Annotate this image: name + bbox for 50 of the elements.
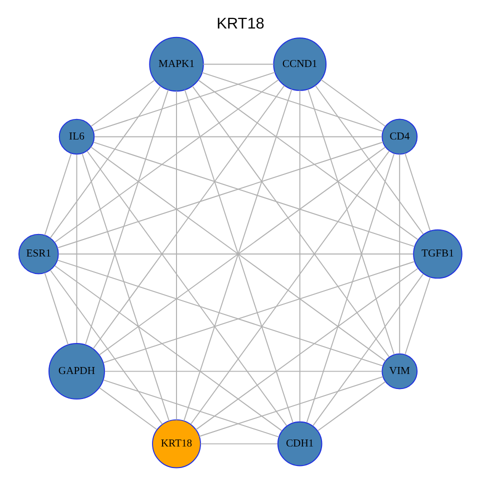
node-circle: CDH1: [276, 421, 322, 466]
connector: [49, 86, 161, 238]
connector: [94, 136, 382, 138]
connector: [92, 85, 284, 350]
connector: [54, 79, 279, 243]
node-circle: MAPK1: [148, 36, 204, 92]
connector: [191, 86, 390, 358]
node-circle: KRT18: [152, 419, 200, 468]
connector: [56, 260, 383, 366]
connector: [56, 142, 383, 248]
connector: [190, 150, 390, 425]
connector: [320, 79, 386, 127]
connector: [202, 64, 274, 65]
connector: [312, 273, 424, 426]
node-circle: CCND1: [272, 38, 326, 91]
connector: [200, 443, 278, 444]
connector: [86, 150, 287, 426]
node-circle: IL6: [58, 118, 94, 155]
connector: [44, 272, 68, 346]
connector: [92, 72, 275, 132]
connector: [49, 270, 162, 425]
connector: [76, 154, 77, 344]
connector: [102, 261, 414, 364]
connector: [404, 152, 430, 232]
connector: [307, 88, 394, 355]
connector: [84, 89, 168, 346]
node-circle: TGFB1: [412, 229, 462, 279]
connector: [398, 154, 400, 354]
node-circle: ESR1: [18, 234, 58, 274]
connector: [197, 80, 418, 240]
connector: [98, 387, 157, 430]
connector: [90, 80, 154, 127]
connector: [92, 142, 414, 247]
connector: [81, 152, 170, 422]
connector: [54, 265, 282, 432]
connector: [201, 72, 383, 132]
connector: [102, 380, 279, 438]
node-circle: GAPDH: [48, 343, 104, 400]
connector: [314, 85, 424, 235]
connector: [198, 376, 383, 437]
connector: [194, 268, 418, 430]
node-circle: VIM: [381, 353, 418, 390]
connector: [44, 153, 72, 236]
node-circle: CD4: [381, 118, 418, 155]
connector: [298, 90, 300, 422]
connector: [316, 381, 386, 432]
diagram-title: KRT18: [216, 16, 264, 33]
connector: [104, 370, 382, 372]
connector: [306, 153, 394, 424]
connector: [404, 276, 430, 355]
